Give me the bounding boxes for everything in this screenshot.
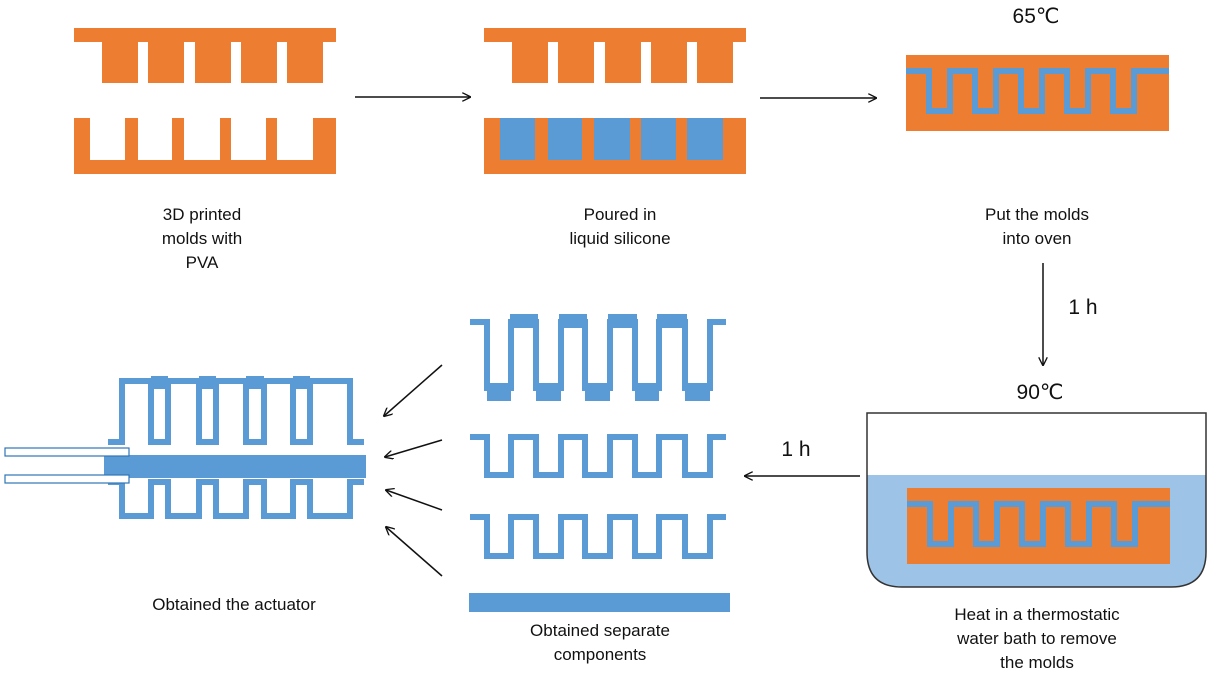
top-mold xyxy=(484,28,746,83)
step4-label-line: the molds xyxy=(1000,653,1074,672)
step5-label-line: components xyxy=(553,645,647,664)
bath-temperature: 90℃ xyxy=(1017,381,1064,404)
actuator-bottom-chambers xyxy=(108,479,364,519)
bath-container xyxy=(866,412,1207,588)
arrow-component2-to-actuator xyxy=(385,439,443,457)
bottom-mold xyxy=(74,118,336,174)
air-tube-bottom xyxy=(4,474,130,484)
oven-temperature: 65℃ xyxy=(1013,5,1060,28)
step3-mold-assembly xyxy=(906,55,1169,131)
step1-label-line: molds with xyxy=(161,229,243,248)
step4-label: Heat in a thermostatic water bath to rem… xyxy=(927,603,1147,675)
step4-label-line: water bath to remove xyxy=(957,629,1117,648)
step2-label-line: liquid silicone xyxy=(569,229,671,248)
step1-mold-pair xyxy=(74,28,336,174)
top-mold xyxy=(74,28,336,83)
component-3 xyxy=(470,514,726,559)
step5-components xyxy=(469,314,730,612)
step5-label-line: Obtained separate xyxy=(530,621,670,640)
arrow-component4-to-actuator xyxy=(386,527,443,577)
arrow-component3-to-actuator xyxy=(386,490,443,511)
step3-label-line: Put the molds xyxy=(985,205,1089,224)
arrow-component1-to-actuator xyxy=(384,364,443,416)
actuator-strain-layer xyxy=(104,455,366,478)
component-1 xyxy=(470,314,726,401)
bath-duration: 1 h xyxy=(781,438,810,461)
silicone-layer xyxy=(907,501,1170,547)
step6-label: Obtained the actuator xyxy=(124,593,344,617)
silicone-layer xyxy=(906,68,1169,114)
oven-duration: 1 h xyxy=(1068,296,1097,319)
air-tube-top xyxy=(4,447,130,457)
liquid-silicone xyxy=(500,118,723,160)
step4-water-bath xyxy=(866,412,1207,588)
submerged-mold xyxy=(907,488,1170,564)
step2-mold-with-silicone xyxy=(484,28,746,174)
step1-label: 3D printed molds with PVA xyxy=(127,203,277,275)
step6-actuator xyxy=(4,376,366,519)
step5-label: Obtained separate components xyxy=(500,619,700,667)
actuator-top-chambers xyxy=(108,378,364,445)
component-2 xyxy=(470,434,726,478)
step3-label: Put the molds into oven xyxy=(957,203,1117,251)
step4-label-line: Heat in a thermostatic xyxy=(954,605,1120,624)
step6-label-line: Obtained the actuator xyxy=(152,595,316,614)
step2-label-line: Poured in xyxy=(583,205,657,224)
step1-label-line: 3D printed xyxy=(162,205,242,224)
step3-label-line: into oven xyxy=(1002,229,1072,248)
step2-label: Poured in liquid silicone xyxy=(540,203,700,251)
step1-label-line: PVA xyxy=(185,253,219,272)
component-4-base-strip xyxy=(469,593,730,612)
mold-assembly-body xyxy=(906,55,1169,131)
